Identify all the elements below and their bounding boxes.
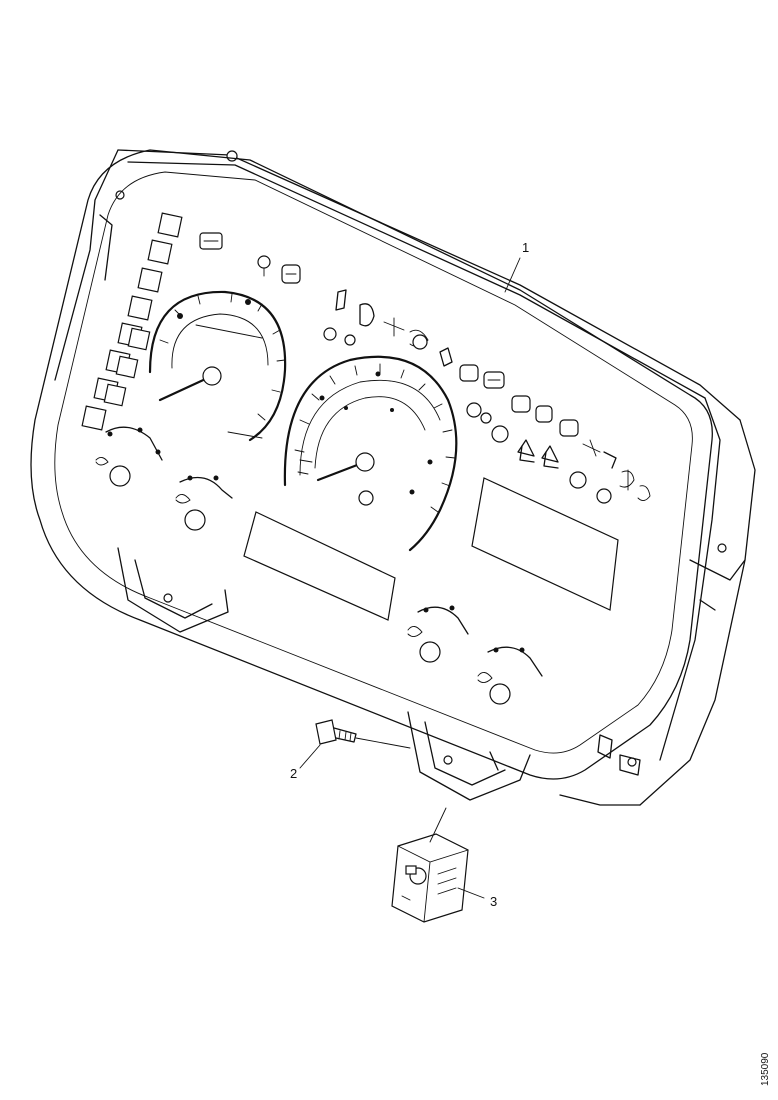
callout-2: 2 xyxy=(290,766,297,781)
callout-3: 3 xyxy=(490,894,497,909)
cluster-housing xyxy=(54,149,756,806)
connector-icon xyxy=(391,833,469,923)
screw-icon xyxy=(315,719,357,745)
tachometer-dial xyxy=(148,290,287,442)
indicator-lamps-right xyxy=(459,364,651,504)
left-warning-lamp-column xyxy=(81,212,183,431)
indicator-lamps-top xyxy=(199,232,453,367)
lcd-display-left xyxy=(243,511,396,621)
speedometer-dial xyxy=(283,355,458,552)
small-gauge-1 xyxy=(95,426,163,487)
mounting-bracket-left xyxy=(117,547,229,633)
mounting-bracket-bottom xyxy=(407,711,531,801)
drawing-code: 135090 xyxy=(760,1052,771,1086)
lcd-display-right xyxy=(471,477,619,611)
small-gauge-2 xyxy=(175,475,233,531)
small-gauge-3 xyxy=(407,605,469,663)
callout-1: 1 xyxy=(522,240,529,255)
leader-lines xyxy=(299,257,521,899)
cluster-bezel xyxy=(30,149,713,780)
small-gauge-4 xyxy=(477,646,543,705)
